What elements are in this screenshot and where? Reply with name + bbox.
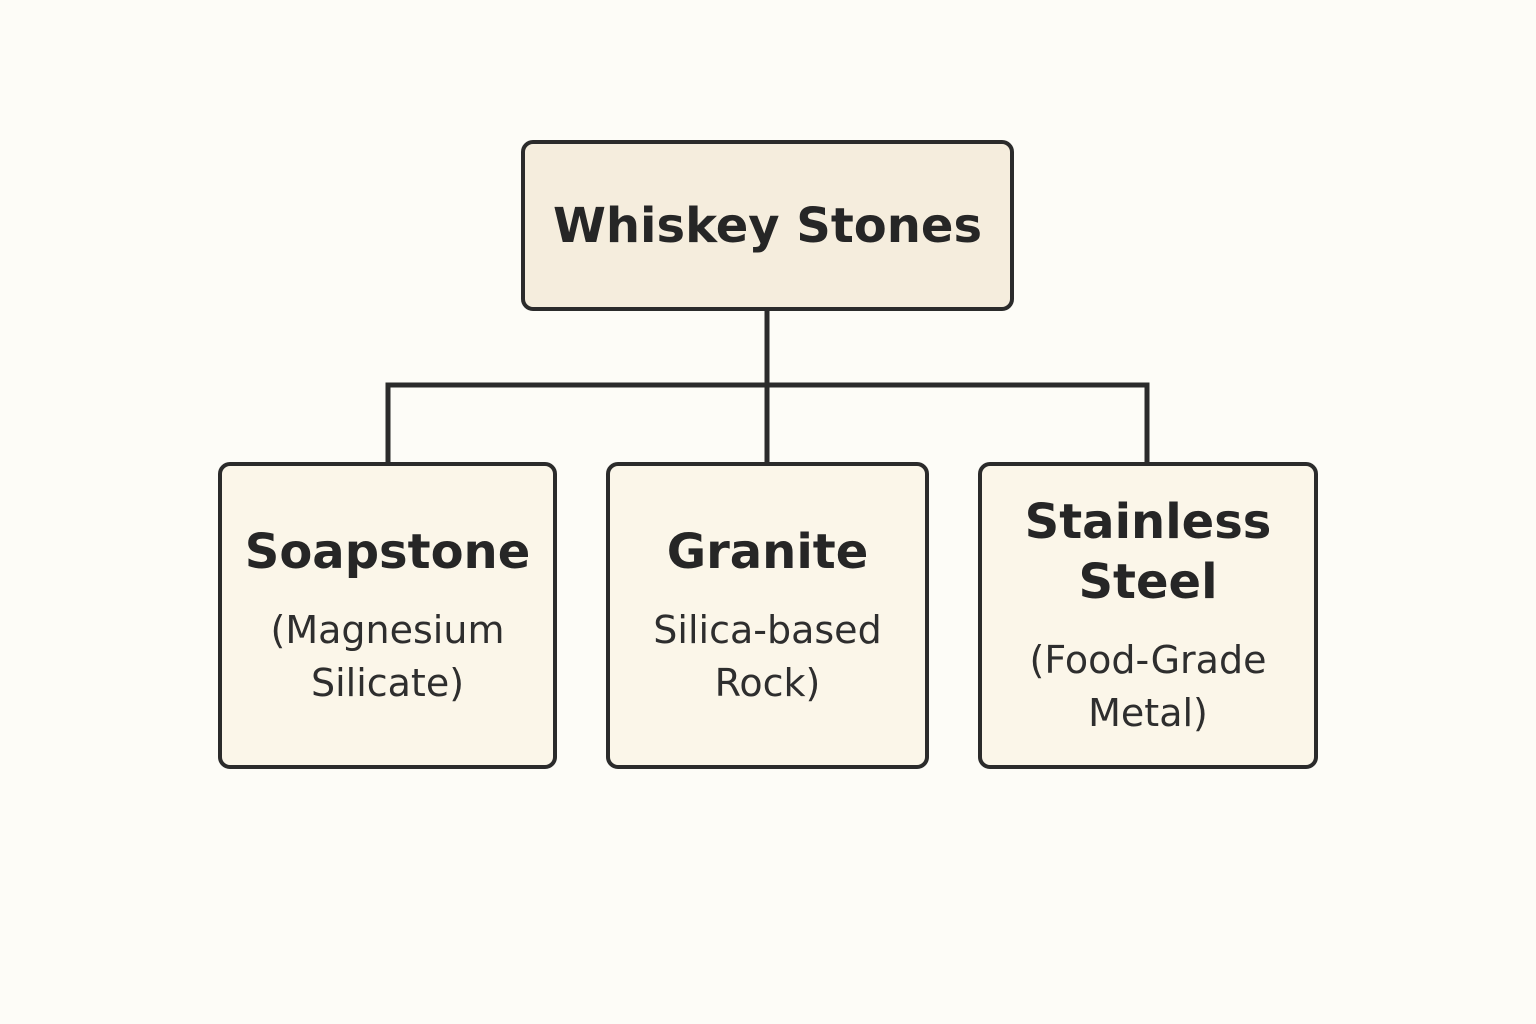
child-node-granite: Granite Silica-based Rock) <box>606 462 929 769</box>
child-node-stainless-steel: Stainless Steel (Food-Grade Metal) <box>978 462 1318 769</box>
child-node-soapstone: Soapstone (Magnesium Silicate) <box>218 462 557 769</box>
child-subtitle-stainless-steel: (Food-Grade Metal) <box>1029 637 1267 735</box>
child-title-stainless-steel: Stainless Steel <box>1024 493 1272 610</box>
child-title-soapstone: Soapstone <box>244 523 531 580</box>
root-node: Whiskey Stones <box>521 140 1014 311</box>
child-title-granite: Granite <box>666 523 869 580</box>
child-subtitle-granite: Silica-based Rock) <box>653 607 882 705</box>
root-title: Whiskey Stones <box>552 197 983 254</box>
child-subtitle-soapstone: (Magnesium Silicate) <box>270 607 505 705</box>
